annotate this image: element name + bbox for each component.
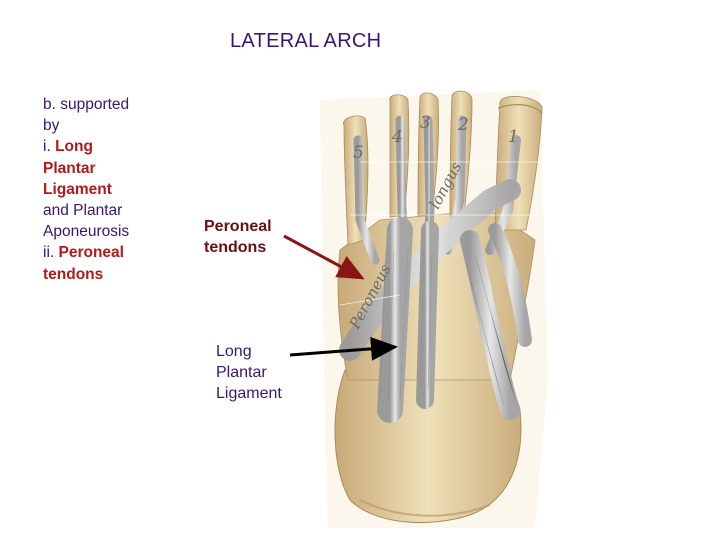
text-line: Aponeurosis <box>43 223 130 241</box>
toe-label-5: 5 <box>353 143 364 163</box>
label-line: tendons <box>204 239 267 256</box>
peroneal-tendons-label: Peroneal tendons <box>204 216 272 258</box>
text-prefix: i. <box>43 138 56 156</box>
toe-label-4: 4 <box>391 127 403 147</box>
label-line: Long <box>216 343 252 360</box>
foot-anatomy-illustration: 5 4 3 2 1 Peroneus longus <box>320 90 548 528</box>
text-prefix: ii. <box>43 244 59 262</box>
text-line: i. Long <box>43 136 183 157</box>
toe-label-3: 3 <box>420 113 431 133</box>
label-line: Peroneal <box>204 218 272 235</box>
text-line: ii. Peroneal <box>43 242 183 263</box>
text-line: and Plantar <box>43 202 123 220</box>
highlight-peroneal: Peroneal <box>58 244 124 262</box>
slide-title: LATERAL ARCH <box>230 30 382 52</box>
text-line: b. supported <box>43 96 130 113</box>
highlight-ligament: Ligament <box>43 180 112 198</box>
label-line: Plantar <box>216 364 267 381</box>
highlight-long: Long <box>55 138 93 156</box>
highlight-plantar: Plantar <box>43 159 96 177</box>
text-line: by <box>43 117 60 135</box>
toe-label-1: 1 <box>508 127 519 147</box>
toe-label-2: 2 <box>457 115 469 135</box>
label-line: Ligament <box>216 385 282 402</box>
bullet-text: b. supported by i. Long Plantar Ligament… <box>43 94 183 285</box>
long-plantar-ligament-label: Long Plantar Ligament <box>216 341 282 404</box>
highlight-tendons: tendons <box>43 265 104 283</box>
